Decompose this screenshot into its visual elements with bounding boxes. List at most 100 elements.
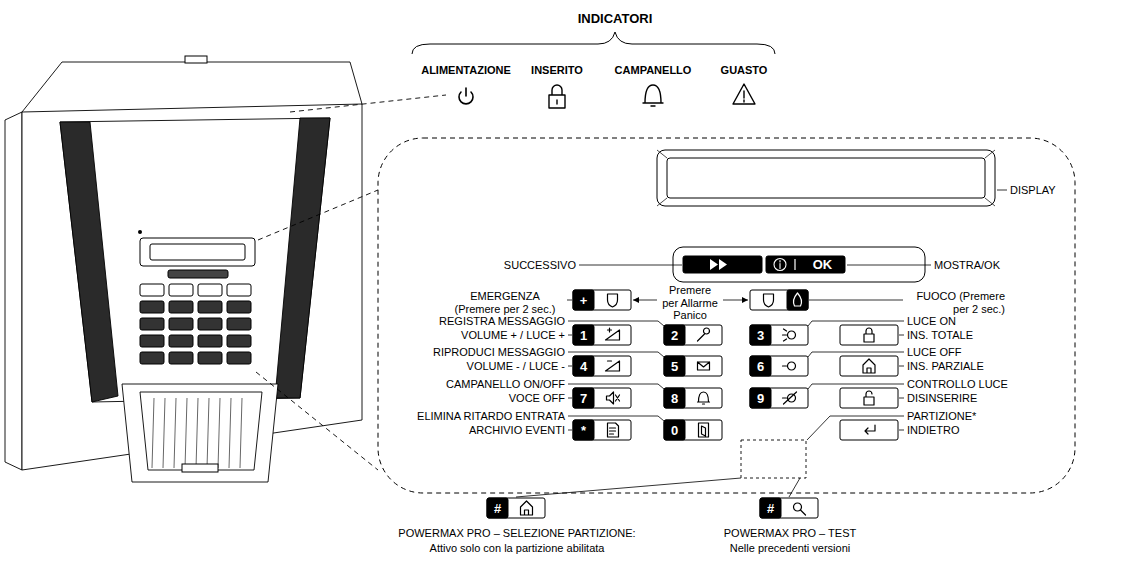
leader-line (567, 300, 572, 301)
stand-rib (240, 398, 242, 468)
callout-label: VOLUME - / LUCE - (467, 360, 565, 373)
callout-label: Attivo solo con la partizione abilitata (430, 542, 605, 555)
callout-label: LUCE ON (907, 315, 956, 328)
device-key (198, 352, 222, 364)
callout-label: Nelle precedenti versioni (730, 542, 850, 555)
key-button: # (487, 498, 508, 518)
device-key (140, 352, 164, 364)
icon-home (521, 501, 533, 515)
callout-label: POWERMAX PRO – SELEZIONE PARTIZIONE: (398, 527, 635, 540)
leader-line (809, 300, 903, 301)
keypad-region (378, 138, 1075, 493)
device-key (227, 284, 251, 296)
key (664, 388, 722, 408)
stand-rib (152, 398, 154, 468)
key-button: 0 (664, 420, 685, 440)
key-dark-part (487, 498, 508, 518)
icon-power (459, 88, 473, 104)
key (573, 388, 631, 408)
bevel (985, 198, 995, 206)
key (750, 325, 808, 345)
callout-label: GUASTO (721, 64, 768, 77)
key-dark-part (664, 420, 685, 440)
key-dark-part (664, 325, 685, 345)
device-housing (22, 62, 362, 470)
key-dark-part (664, 388, 685, 408)
key-dark-part (573, 356, 594, 376)
stand-rib (229, 398, 231, 468)
device-edge (22, 104, 362, 112)
callout-label: MOSTRA/OK (934, 259, 1000, 272)
callout-label: POWERMAX PRO – TEST (724, 527, 856, 540)
device-key (227, 301, 251, 313)
key-button: * (573, 420, 594, 440)
device-key (198, 301, 222, 313)
key-label: * (581, 423, 586, 438)
callout-label: FUOCO (Premere per 2 sec.) (905, 290, 1005, 315)
key-label: # (494, 501, 501, 516)
key (760, 498, 818, 518)
callout-label: ELIMINA RITARDO ENTRATA (417, 410, 565, 423)
device-shadow-right (275, 118, 330, 398)
key-dark-part (760, 498, 781, 518)
display-window (667, 158, 985, 198)
device-display (140, 238, 255, 266)
key (664, 356, 722, 376)
icon-bulbOff (783, 362, 796, 370)
icon-lock (864, 328, 874, 342)
leader-line (568, 430, 572, 431)
leader-line (516, 478, 741, 497)
callout-label: CONTROLLO LUCE (907, 378, 1008, 391)
key-button: # (760, 498, 781, 518)
next-icon (710, 259, 727, 270)
key-label: 4 (580, 359, 587, 374)
leader-line (899, 335, 904, 336)
device-nav-keys (168, 270, 228, 278)
key-button: 4 (573, 356, 594, 376)
bracket (412, 32, 775, 54)
callout-label: EMERGENZA (Premere per 2 sec.) (450, 290, 560, 315)
callout-label: PARTIZIONE* (907, 410, 976, 423)
device-top-tab (185, 56, 207, 63)
key-label: 8 (671, 391, 678, 406)
icon-warn (733, 84, 755, 104)
key-label: 9 (757, 391, 764, 406)
key-label: 0 (671, 423, 678, 438)
key-button: 1 (573, 325, 594, 345)
key (840, 388, 898, 408)
key-label: OK (813, 257, 833, 272)
leader-line (808, 321, 904, 326)
icon-unlock (864, 391, 874, 405)
leader-line (997, 190, 1007, 191)
callout-label: VOLUME + / LUCE + (461, 329, 565, 342)
device-key (198, 335, 222, 347)
key-button: 9 (750, 388, 771, 408)
leader-line (899, 366, 904, 367)
stand-rib (218, 398, 220, 468)
leader-line (899, 398, 904, 399)
leader-line (789, 478, 800, 497)
icon-voldn (606, 361, 620, 371)
icon-back (865, 425, 875, 434)
key (840, 325, 898, 345)
key-dark-part (573, 290, 594, 310)
key (840, 356, 898, 376)
leader-line (899, 430, 904, 431)
stand-rib (163, 398, 165, 468)
callout-label: REGISTRA MESSAGGIO (439, 315, 565, 328)
key-button: 8 (664, 388, 685, 408)
leader-line (568, 398, 572, 399)
stand-rib (185, 398, 187, 468)
device-key (227, 352, 251, 364)
device-led (138, 230, 142, 234)
callout-label: INSERITO (531, 64, 583, 77)
empty-key-slot (741, 440, 806, 478)
bevel (657, 150, 667, 158)
icon-mic (698, 328, 710, 341)
ok-key (766, 256, 845, 273)
key-button: 6 (750, 356, 771, 376)
key-label: 5 (671, 359, 678, 374)
key-label: 7 (580, 391, 587, 406)
callout-label: INDIETRO (907, 424, 960, 437)
